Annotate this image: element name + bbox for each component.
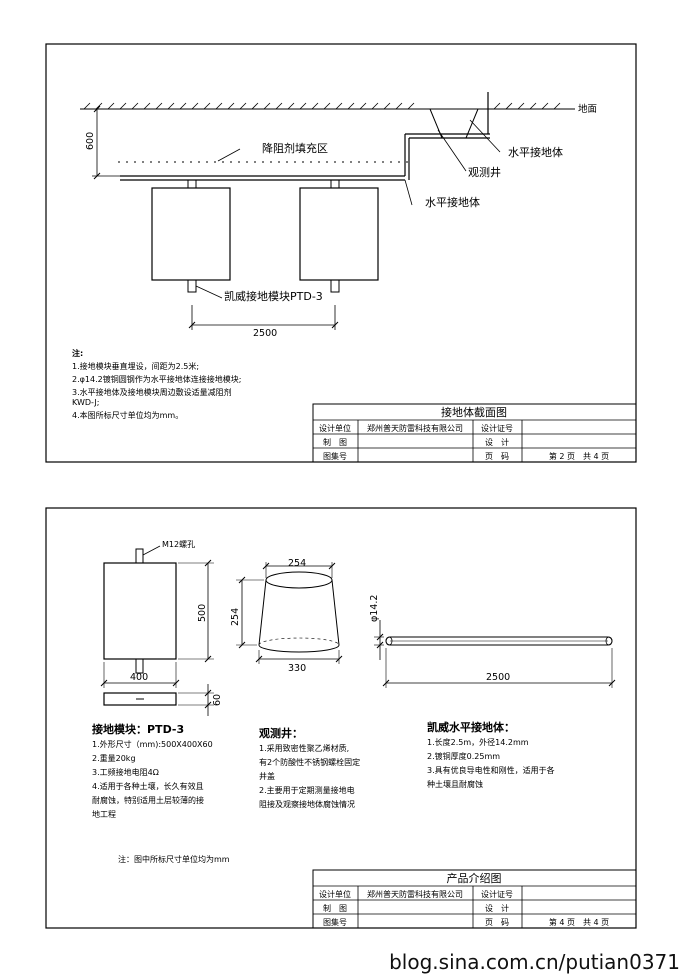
note-line: 1.接地模块垂直埋设，间距为2.5米; (72, 361, 199, 371)
rod-desc-line: 1.长度2.5m，外径14.2mm (427, 737, 529, 747)
horizontal-rod (374, 620, 616, 688)
well-top-dim: 254 (288, 558, 306, 569)
depth-dim-label: 600 (85, 132, 96, 150)
well-description: 观测井： 1.采用致密性聚乙烯材质, 有2个防酸性不锈钢螺栓固定 井盖 2.主要… (259, 726, 360, 809)
module-desc-line: 4.适用于各种土壤，长久有效且 (92, 781, 204, 791)
module-desc-title: 接地模块：PTD-3 (92, 722, 184, 736)
tb-drawn-label: 制 图 (323, 903, 347, 913)
conductor-leader-2 (404, 179, 413, 206)
well-desc-line: 1.采用致密性聚乙烯材质, (259, 743, 349, 753)
module-desc-line: 2.重量20kg (92, 753, 136, 763)
ground-line (80, 102, 575, 110)
conductor-label-2: 水平接地体 (425, 195, 480, 209)
sheet-2-note: 注：图中所标尺寸单位均为mm (118, 854, 230, 864)
sheet-1-title-block (312, 403, 637, 463)
module-label: 凯威接地模块PTD-3 (224, 290, 323, 303)
module-leader (195, 285, 223, 299)
module-desc-line: 耐腐蚀，特别适用土层较薄的接 (92, 795, 204, 805)
rod-diameter-dim: φ14.2 (369, 595, 380, 622)
tb-page-label: 页 码 (485, 918, 509, 927)
spacing-dimension (188, 305, 339, 330)
sheet-2-title: 产品介绍图 (447, 871, 502, 885)
conductor-leader-1 (469, 119, 501, 153)
rod-desc-line: 种土壤且耐腐蚀 (427, 779, 483, 789)
notes-title: 注: (72, 348, 83, 358)
tb-cert-label: 设计证号 (481, 423, 513, 433)
sheet-1-title: 接地体截面图 (441, 405, 507, 419)
note-line: 2.φ14.2镀铜圆钢作为水平接地体连接接地模块; (72, 374, 241, 384)
module-thickness-dim: 60 (212, 694, 223, 706)
rod-desc-line: 3.具有优良导电性和刚性，适用于各 (427, 765, 555, 775)
grounding-module-left (151, 179, 231, 293)
well-desc-line: 2.主要用于定期测量接地电 (259, 785, 355, 795)
tb-design-unit-label: 设计单位 (319, 889, 351, 899)
tb-page-value: 第 2 页 共 4 页 (549, 451, 609, 461)
module-description: 接地模块：PTD-3 1.外形尺寸（mm):500X400X60 2.重量20k… (92, 722, 213, 819)
rod-description: 凯威水平接地体： 1.长度2.5m，外径14.2mm 2.镀铜厚度0.25mm … (427, 720, 555, 789)
depth-dimension (92, 105, 120, 180)
module-width-dim: 400 (130, 672, 148, 683)
bolt-label: M12螺孔 (162, 539, 195, 549)
ground-label: 地面 (578, 103, 597, 115)
well-desc-title: 观测井： (259, 726, 303, 740)
note-line: 4.本图所标尺寸单位均为mm。 (72, 410, 183, 420)
tb-design-unit-value: 郑州普天防雷科技有限公司 (367, 423, 463, 433)
sheet-1-notes: 注: 1.接地模块垂直埋设，间距为2.5米; 2.φ14.2镀铜圆钢作为水平接地… (72, 348, 241, 420)
watermark: blog.sina.com.cn/putian0371 (389, 950, 680, 974)
tb-design-unit-label: 设计单位 (319, 423, 351, 433)
sheet-2-title-block (312, 869, 637, 929)
well-desc-line: 阻接及观察接地体腐蚀情况 (259, 799, 355, 809)
tb-page-label: 页 码 (485, 452, 509, 461)
module-desc-line: 地工程 (92, 809, 116, 819)
well-desc-line: 有2个防酸性不锈钢螺栓固定 (259, 757, 360, 767)
tb-design-label: 设 计 (485, 903, 509, 913)
conductor-label-1: 水平接地体 (508, 145, 563, 159)
well-frustum (236, 562, 343, 664)
tb-atlas-label: 图集号 (323, 917, 347, 927)
tb-page-value: 第 4 页 共 4 页 (549, 917, 609, 927)
tb-drawn-label: 制 图 (323, 437, 347, 447)
tb-atlas-label: 图集号 (323, 451, 347, 461)
rod-desc-line: 2.镀铜厚度0.25mm (427, 751, 500, 761)
grounding-module-right (299, 179, 379, 293)
well-bottom-dim: 330 (288, 663, 306, 674)
tb-cert-label: 设计证号 (481, 889, 513, 899)
tb-design-unit-value: 郑州普天防雷科技有限公司 (367, 889, 463, 899)
rod-length-dim: 2500 (486, 672, 510, 683)
well-leader (437, 129, 467, 172)
well-label: 观测井 (468, 165, 501, 179)
observation-well (418, 92, 490, 139)
tb-design-label: 设 计 (485, 437, 509, 447)
module-front-view (100, 545, 214, 688)
sheet-1: 地面 600 降阻剂填充区 (45, 43, 637, 463)
backfill-leader (217, 148, 241, 162)
note-line: KWD-J; (72, 398, 99, 407)
horizontal-conductor (120, 133, 490, 181)
sheet-2-border (45, 507, 637, 929)
note-line: 3.水平接地体及接地模块周边敷设适量减阻剂 (72, 387, 232, 397)
well-height-dim: 254 (230, 608, 241, 626)
module-side-view (103, 684, 214, 716)
sheet-2: M12螺孔 500 400 60 (45, 507, 637, 929)
backfill-label: 降阻剂填充区 (262, 141, 328, 155)
rod-desc-title: 凯威水平接地体： (427, 720, 515, 734)
module-desc-line: 1.外形尺寸（mm):500X400X60 (92, 739, 213, 749)
module-desc-line: 3.工频接地电阻4Ω (92, 767, 159, 777)
well-desc-line: 井盖 (259, 771, 275, 781)
spacing-dim-label: 2500 (253, 328, 277, 339)
module-height-dim: 500 (197, 604, 208, 622)
